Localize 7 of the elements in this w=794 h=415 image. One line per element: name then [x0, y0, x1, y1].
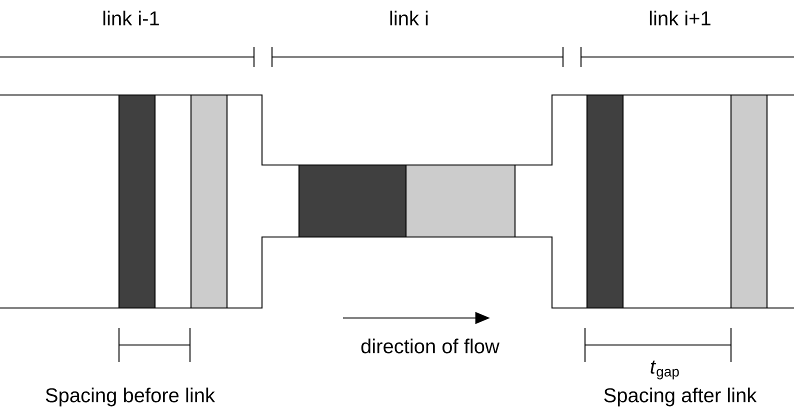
caption-text: Spacing after link — [604, 388, 757, 406]
caption-text: Spacing before link — [46, 388, 216, 406]
dimension-label: t$_{gap}$ — [650, 360, 679, 380]
link-label: link i — [390, 10, 428, 26]
link-label: link i-1 — [103, 10, 159, 26]
caption-text: direction of flow — [361, 338, 500, 354]
link-label: link i+1 — [650, 10, 710, 26]
